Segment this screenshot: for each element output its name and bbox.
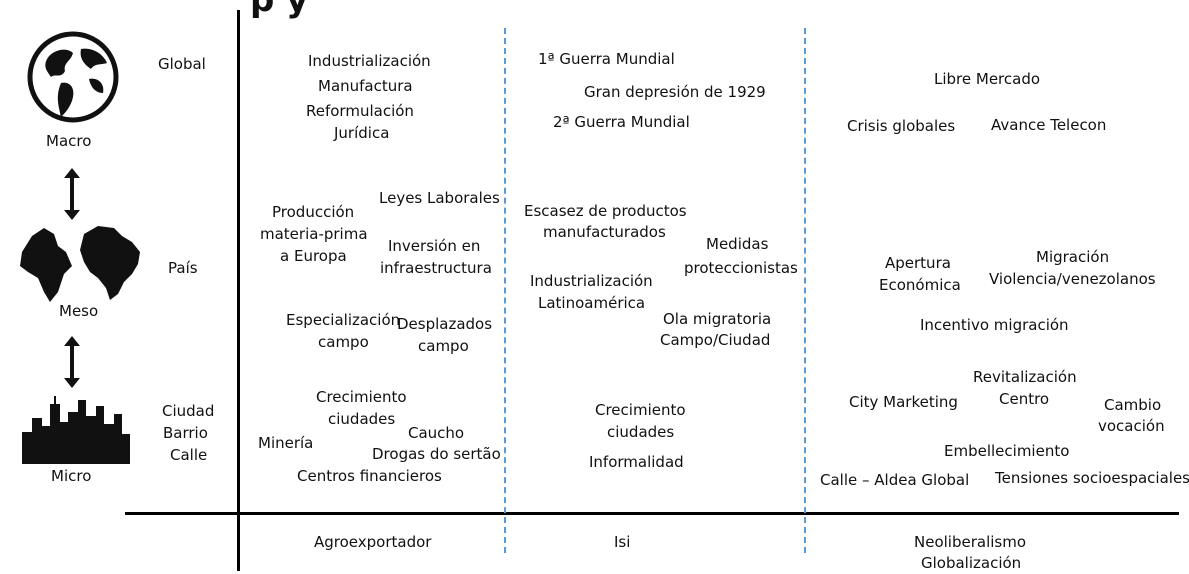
neo-economica: Económica bbox=[879, 276, 961, 294]
neo-centro: Centro bbox=[999, 390, 1050, 408]
neo-calle-aldea-global: Calle – Aldea Global bbox=[820, 471, 970, 489]
agro-infraestructura: infraestructura bbox=[380, 259, 492, 277]
isi-guerra-2: 2ª Guerra Mundial bbox=[553, 113, 690, 131]
isi-proteccionistas: proteccionistas bbox=[684, 259, 798, 277]
agro-inversion: Inversión en bbox=[388, 237, 481, 255]
isi-guerra-1: 1ª Guerra Mundial bbox=[538, 50, 675, 68]
isi-crecimiento: Crecimiento bbox=[595, 401, 686, 419]
level-calle: Calle bbox=[170, 446, 208, 464]
isi-ola-migratoria: Ola migratoria bbox=[663, 310, 772, 328]
level-ciudad: Ciudad bbox=[162, 402, 215, 420]
agro-caucho: Caucho bbox=[408, 424, 465, 442]
agro-industrializacion: Industrialización bbox=[308, 52, 431, 70]
neo-migracion: Migración bbox=[1036, 248, 1110, 266]
period-agroexportador: Agroexportador bbox=[314, 533, 432, 551]
agro-centros: Centros financieros bbox=[297, 467, 442, 485]
agro-crecimiento: Crecimiento bbox=[316, 388, 407, 406]
isi-gran-depresion: Gran depresión de 1929 bbox=[584, 83, 766, 101]
double-arrow-icon bbox=[64, 168, 80, 220]
neo-libre-mercado: Libre Mercado bbox=[934, 70, 1041, 88]
neo-violencia-venezolanos: Violencia/venezolanos bbox=[989, 270, 1156, 288]
agro-especializacion: Especialización bbox=[286, 311, 401, 329]
period-isi: Isi bbox=[614, 533, 631, 551]
agro-especializacion-campo: campo bbox=[318, 333, 369, 351]
neo-revitalizacion: Revitalización bbox=[973, 368, 1077, 386]
countries-map-icon bbox=[20, 226, 140, 302]
globe-icon bbox=[27, 31, 119, 123]
isi-medidas: Medidas bbox=[706, 235, 769, 253]
agro-desplazados-campo: campo bbox=[418, 337, 469, 355]
level-global: Global bbox=[158, 55, 206, 73]
agro-materia-prima: materia-prima bbox=[260, 225, 368, 243]
isi-industrializacion: Industrialización bbox=[530, 272, 653, 290]
agro-produccion: Producción bbox=[272, 203, 355, 221]
agro-juridica: Jurídica bbox=[334, 124, 390, 142]
period-divider-2 bbox=[804, 28, 806, 553]
level-pais: País bbox=[168, 259, 198, 277]
scale-micro: Micro bbox=[51, 467, 92, 485]
period-globalizacion: Globalización bbox=[921, 554, 1022, 572]
neo-city-marketing: City Marketing bbox=[849, 393, 958, 411]
city-skyline-icon bbox=[22, 396, 130, 464]
double-arrow-icon bbox=[64, 336, 80, 388]
isi-informalidad: Informalidad bbox=[589, 453, 684, 471]
agro-leyes-laborales: Leyes Laborales bbox=[379, 189, 500, 207]
neo-incentivo-migracion: Incentivo migración bbox=[920, 316, 1069, 334]
isi-campo-ciudad: Campo/Ciudad bbox=[660, 331, 771, 349]
period-neoliberalismo: Neoliberalismo bbox=[914, 533, 1027, 551]
period-divider-1 bbox=[504, 28, 506, 553]
agro-reformulacion: Reformulación bbox=[306, 102, 414, 120]
scale-meso: Meso bbox=[59, 302, 99, 320]
agro-a-europa: a Europa bbox=[280, 247, 347, 265]
neo-avance-telecon: Avance Telecon bbox=[991, 116, 1107, 134]
agro-desplazados: Desplazados bbox=[397, 315, 493, 333]
scale-macro: Macro bbox=[46, 132, 92, 150]
neo-tensiones-socioespaciales: Tensiones socioespaciales bbox=[995, 469, 1189, 487]
agro-drogas: Drogas do sertão bbox=[372, 445, 501, 463]
neo-apertura: Apertura bbox=[885, 254, 951, 272]
level-barrio: Barrio bbox=[163, 424, 208, 442]
agro-mineria: Minería bbox=[258, 434, 314, 452]
isi-latinoamerica: Latinoamérica bbox=[538, 294, 646, 312]
agro-ciudades: ciudades bbox=[328, 410, 396, 428]
neo-cambio: Cambio bbox=[1104, 396, 1162, 414]
isi-escasez: Escasez de productos bbox=[524, 202, 687, 220]
vertical-axis bbox=[237, 10, 240, 571]
horizontal-axis bbox=[125, 512, 1179, 515]
isi-ciudades: ciudades bbox=[607, 423, 675, 441]
agro-manufactura: Manufactura bbox=[318, 77, 413, 95]
page-title: p y bbox=[250, 0, 309, 20]
neo-crisis-globales: Crisis globales bbox=[847, 117, 956, 135]
neo-vocacion: vocación bbox=[1098, 417, 1165, 435]
neo-embellecimiento: Embellecimiento bbox=[944, 442, 1070, 460]
isi-manufacturados: manufacturados bbox=[543, 223, 666, 241]
